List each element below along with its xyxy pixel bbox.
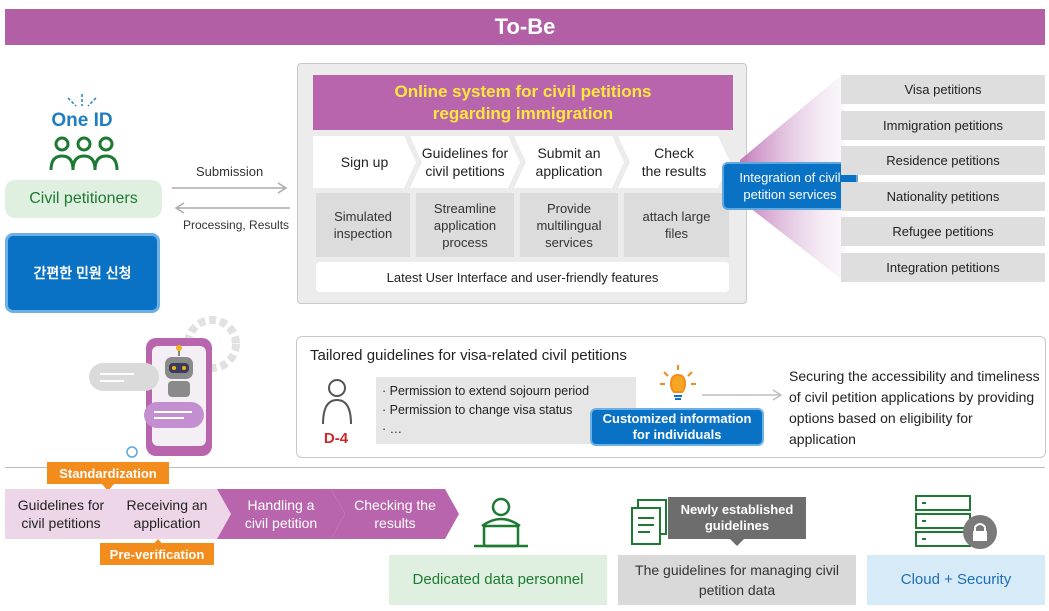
processing-arrow [174,202,290,214]
step-line1: Guidelines for [421,145,509,161]
feature-multilingual: Provide multilingual services [520,193,618,257]
customized-information-badge: Customized information for individuals [590,408,764,446]
process-line2: civil petition [244,515,318,531]
newly-line1: Newly established [680,502,794,517]
custom-info-line1: Customized information [602,411,752,426]
guidelines-line2: petition data [698,582,776,598]
chatbot-phone-illustration [89,316,240,458]
process-step-handling: Handling a civil petition [217,489,345,539]
standardization-tag: Standardization [47,462,169,484]
feature-line2: inspection [333,226,393,241]
step-check-results[interactable]: Check the results [618,136,730,188]
server-lock-icon [915,495,997,549]
simple-application-button[interactable]: 간편한 민원 신청 [5,233,160,313]
managing-guidelines-box: The guidelines for managing civil petiti… [618,555,856,605]
permission-item: · Permission to extend sojourn period [382,384,590,398]
newly-pointer [730,539,744,546]
petition-nationality: Nationality petitions [841,182,1045,211]
process-step-receiving: Receiving an application [103,489,231,539]
petition-integration: Integration petitions [841,253,1045,282]
integration-line2: petition services [743,187,837,202]
lightbulb-icon [660,365,696,400]
cloud-security-box: Cloud + Security [867,555,1045,605]
newly-line2: guidelines [704,518,770,533]
process-line1: Guidelines for [17,497,105,513]
newly-established-badge: Newly established guidelines [668,497,806,539]
process-line1: Handling a [247,497,315,513]
process-line1: Checking the [354,497,436,513]
step-sign-up[interactable]: Sign up [313,136,416,188]
submission-arrow [172,182,288,194]
process-line2: civil petitions [21,515,101,531]
step-guidelines[interactable]: Guidelines for civil petitions [410,136,520,188]
submission-label: Submission [196,164,264,179]
system-title-line1: Online system for civil petitions [394,81,652,101]
custom-info-line2: for individuals [632,427,722,442]
process-line2: results [374,515,416,531]
process-step-checking: Checking the results [331,489,459,539]
step-line1: Submit an [537,145,601,161]
ui-features-bar: Latest User Interface and user-friendly … [316,262,729,292]
permission-item: · … [382,422,403,436]
step-submit-application[interactable]: Submit an application [514,136,624,188]
tailored-guidelines-title: Tailored guidelines for visa-related civ… [310,347,627,364]
system-title-line2: regarding immigration [432,103,614,123]
petition-immigration: Immigration petitions [841,111,1045,140]
visa-code-label: D-4 [323,430,349,447]
data-personnel-icon [474,497,528,548]
feature-line2: multilingual [536,217,602,233]
guidelines-line1: The guidelines for managing civil [635,562,839,578]
pre-verification-tag: Pre-verification [100,543,214,565]
feature-streamline-process: Streamline application process [416,193,514,257]
standardization-pointer [102,484,114,491]
users-icon [49,136,119,171]
feature-line2: application [433,217,497,233]
person-icon [322,379,352,425]
feature-line3: process [442,234,488,250]
process-step-guidelines: Guidelines for civil petitions [5,489,117,539]
feature-line1: attach large [642,209,711,224]
petition-visa: Visa petitions [841,75,1045,104]
securing-accessibility-text: Securing the accessibility and timelines… [789,368,1040,447]
documents-icon [631,499,667,545]
process-line1: Receiving an [126,497,208,513]
process-line2: application [133,515,201,531]
signal-icon [67,94,97,107]
feature-line1: Streamline [433,200,497,216]
civil-petitioners-label: Civil petitioners [5,180,162,218]
feature-line1: Provide [546,200,592,216]
section-divider [5,467,1045,468]
petition-residence: Residence petitions [841,146,1045,175]
online-system-title: Online system for civil petitions regard… [313,75,733,130]
feature-large-files: attach large files [624,193,729,257]
result-arrow [702,389,783,401]
feature-line3: services [545,234,593,250]
integration-badge: Integration of civil petition services [722,162,858,210]
feature-line1: Simulated [334,209,392,224]
feature-line2: files [664,226,689,241]
page-title: To-Be [5,9,1045,45]
integration-line1: Integration of civil [739,170,841,185]
step-line1: Sign up [340,154,389,170]
dedicated-data-personnel-box: Dedicated data personnel [389,555,607,605]
step-line1: Check [654,145,694,161]
processing-results-label: Processing, Results [183,218,290,232]
step-line2: civil petitions [425,163,505,179]
feature-simulated-inspection: Simulated inspection [316,193,410,257]
one-id-label: One ID [51,110,113,131]
step-line2: the results [641,163,707,179]
petition-refugee: Refugee petitions [841,217,1045,246]
permission-item: · Permission to change visa status [382,403,573,417]
step-line2: application [535,163,603,179]
